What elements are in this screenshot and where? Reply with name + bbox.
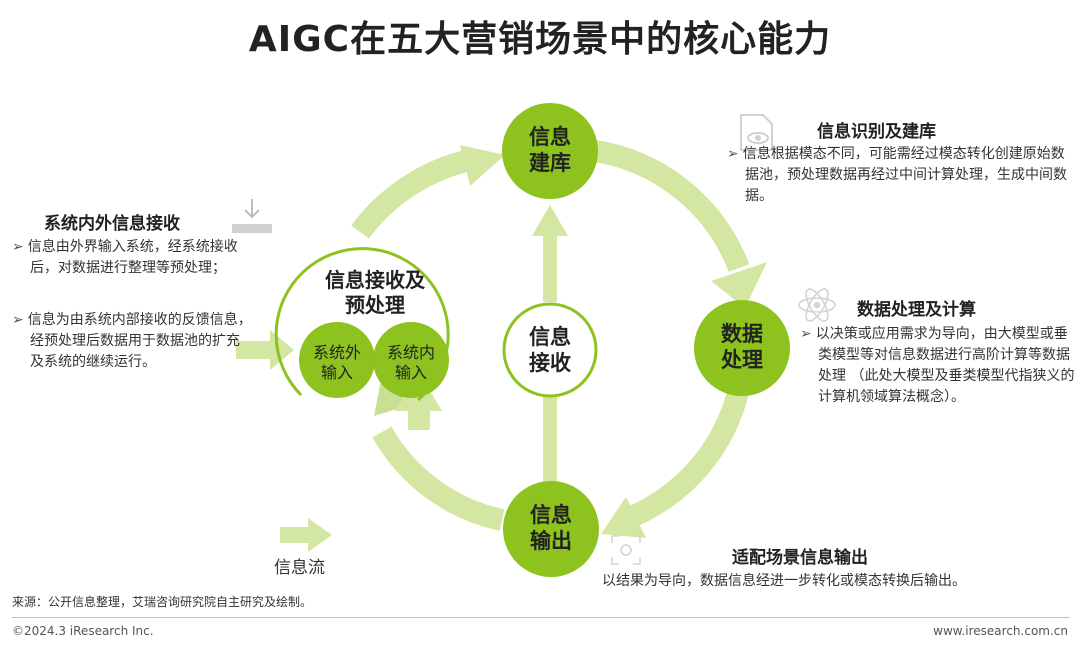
bottom-right-text: 以结果为导向，数据信息经进一步转化或模态转换后输出。 xyxy=(602,573,966,589)
bottom-right-heading: 适配场景信息输出 xyxy=(732,548,868,568)
bullet-marker-icon: ➢ xyxy=(12,312,24,328)
arc-right-to-bottom xyxy=(617,370,753,532)
left-cluster-title: 信息接收及 预处理 xyxy=(325,268,425,317)
website-link[interactable]: www.iresearch.com.cn xyxy=(933,624,1068,638)
node-center-label: 信息 接收 xyxy=(529,325,571,376)
legend-label: 信息流 xyxy=(274,558,325,578)
arrow-small-stem xyxy=(408,410,430,430)
arrowhead-right-to-bottom xyxy=(601,497,646,538)
bullet-marker-icon: ➢ xyxy=(12,239,24,255)
source-note: 来源：公开信息整理，艾瑞咨询研究院自主研究及绘制。 xyxy=(12,595,313,609)
top-right-bullet-1: ➢信息根据模态不同，可能需经过模态转化创建原始数据池，预处理数据再经过中间计算处… xyxy=(727,146,1067,204)
arc-bottom-to-left xyxy=(372,426,505,531)
node-left-sub1-circle xyxy=(299,322,375,398)
input-arrow-stem xyxy=(236,341,272,359)
top-right-heading: 信息识别及建库 xyxy=(817,122,936,142)
copyright: ©2024.3 iResearch Inc. xyxy=(12,624,154,638)
legend-arrow-head xyxy=(308,518,332,552)
node-right-label: 数据 处理 xyxy=(721,322,763,373)
node-center-circle xyxy=(502,302,598,398)
arc-top-to-right xyxy=(593,140,750,273)
bullet-marker-icon: ➢ xyxy=(727,146,739,162)
arrowhead-left-to-top xyxy=(460,145,505,186)
node-bottom-circle xyxy=(503,481,599,577)
node-right-circle xyxy=(694,300,790,396)
footer-divider xyxy=(12,617,1070,618)
node-left-sub2-label: 系统内 输入 xyxy=(386,343,435,382)
bullet-marker-icon: ➢ xyxy=(800,326,812,342)
camera-scan-icon xyxy=(611,535,641,565)
arrowhead-top-to-right xyxy=(711,262,767,308)
stem-center-to-top xyxy=(543,232,557,302)
arrowhead-center-to-top xyxy=(532,205,568,236)
eye-document-icon xyxy=(740,114,773,151)
left-block-bullet-2: ➢信息为由系统内部接收的反馈信息，经预处理后数据用于数据池的扩充及系统的继续运行… xyxy=(12,312,252,370)
left-block-heading: 系统内外信息接收 xyxy=(44,214,180,234)
node-bottom-label: 信息 输出 xyxy=(530,503,572,554)
mid-right-heading: 数据处理及计算 xyxy=(857,300,976,320)
node-left-sub2-circle xyxy=(373,322,449,398)
download-icon xyxy=(232,199,272,233)
arc-left-to-top xyxy=(351,149,473,239)
node-top-circle xyxy=(502,103,598,199)
stem-center-to-bottom xyxy=(543,395,557,485)
page-title: AIGC在五大营销场景中的核心能力 xyxy=(248,19,832,60)
left-cluster-ring xyxy=(274,247,450,402)
legend-arrow-stem xyxy=(280,527,310,543)
left-block-bullet-1: ➢信息由外界输入系统，经系统接收后，对数据进行整理等预处理； xyxy=(12,239,238,276)
node-top-label: 信息 建库 xyxy=(529,125,571,176)
mid-right-bullet-1: ➢以决策或应用需求为导向，由大模型或垂类模型等对信息数据进行高阶计算等数据处理 … xyxy=(800,326,1075,405)
node-left-sub1-label: 系统外 输入 xyxy=(312,343,361,382)
atom-icon xyxy=(798,288,836,322)
